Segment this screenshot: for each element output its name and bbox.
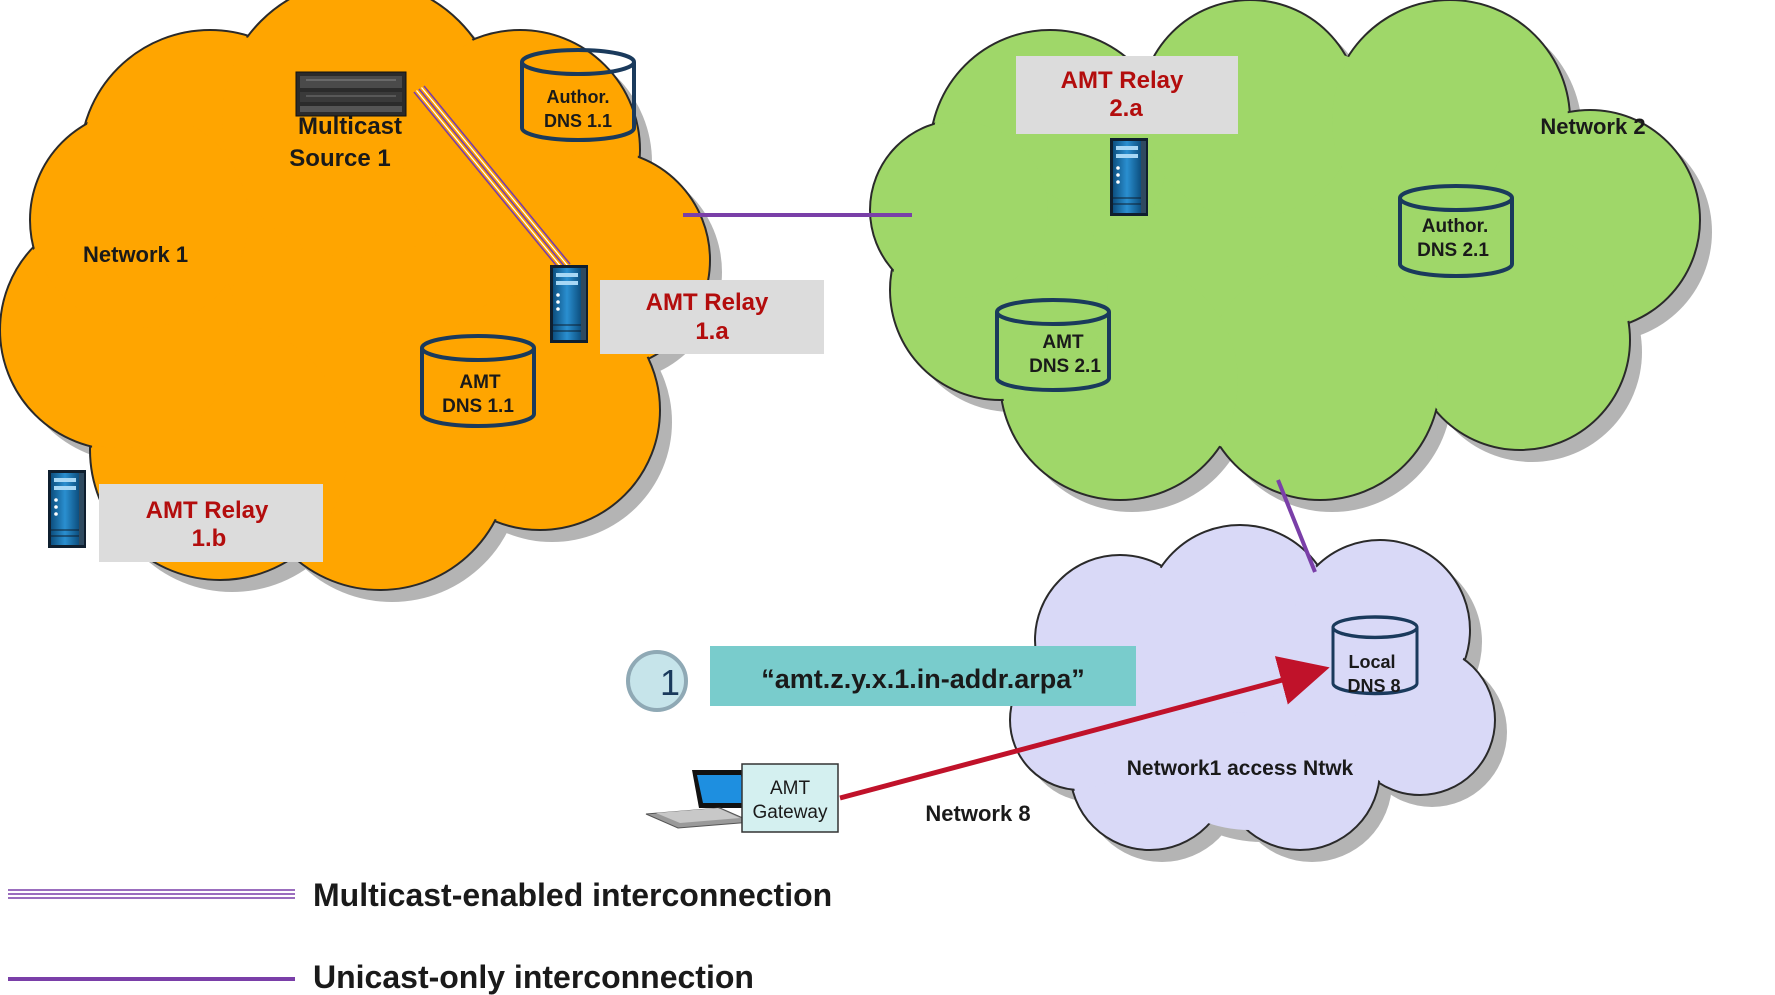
step-number-circle [626, 650, 688, 712]
amt-gateway-label-line1: AMT [770, 778, 811, 799]
dns-query-box [710, 646, 1136, 706]
relay-1a-label-line1: AMT Relay [646, 289, 769, 316]
legend-multicast-swatch [8, 889, 295, 899]
amt-gateway-label-line2: Gateway [753, 802, 828, 823]
access-network-label: Network1 access Ntwk [1127, 757, 1354, 780]
relay-1a-label-box [600, 280, 824, 354]
multicast-source-label-line2: Source 1 [289, 145, 390, 172]
author-dns-2-1-label-line2: DNS 2.1 [1417, 240, 1489, 261]
amt-dns-1-1-label-line2: DNS 1.1 [442, 396, 514, 417]
multicast-source-label-line1: Multicast [298, 113, 402, 140]
multicast-link-source-relay1a [413, 85, 571, 271]
network-2-label: Network 2 [1540, 114, 1645, 139]
amt-gateway-box [741, 763, 839, 833]
local-dns-8-label-line2: DNS 8 [1347, 676, 1400, 696]
relay-1b-label-line2: 1.b [192, 525, 227, 552]
amt-dns-1-1-label-line1: AMT [459, 372, 501, 393]
laptop-icon [645, 770, 753, 829]
step-number: 1 [660, 662, 680, 703]
amt-dns-2-1-label-line1: AMT [1042, 332, 1084, 353]
author-dns-1-1-label-line1: Author. [547, 87, 610, 107]
relay-1b-label-box [99, 484, 323, 562]
network-8-label: Network 8 [925, 801, 1030, 826]
author-dns-1-1-label-line2: DNS 1.1 [544, 111, 612, 131]
amt-dns-2-1-label-line2: DNS 2.1 [1029, 356, 1101, 377]
relay-1a-label-line2: 1.a [695, 318, 729, 345]
relay-2a-label-box [1016, 56, 1238, 134]
network-2-cloud [869, 0, 1712, 512]
unicast-link-network2-access [1276, 479, 1317, 573]
legend-unicast-label: Unicast-only interconnection [313, 959, 754, 995]
relay-2a-server-icon [1109, 137, 1149, 217]
relay-1b-label-line1: AMT Relay [146, 497, 269, 524]
relay-2a-label-line2: 2.a [1109, 95, 1143, 122]
dns-query-arrow [839, 656, 1330, 801]
author-dns-2-1-label-line1: Author. [1422, 216, 1489, 237]
multicast-source-icon [295, 71, 407, 117]
relay-2a-label-line1: AMT Relay [1061, 67, 1184, 94]
relay-1a-server-icon [549, 264, 589, 344]
dns-query-text: “amt.z.y.x.1.in-addr.arpa” [761, 664, 1085, 694]
network-1-label: Network 1 [83, 242, 188, 267]
legend-multicast-label: Multicast-enabled interconnection [313, 877, 832, 913]
relay-1b-server-icon [47, 469, 87, 549]
local-dns-8-label-line1: Local [1348, 652, 1395, 672]
